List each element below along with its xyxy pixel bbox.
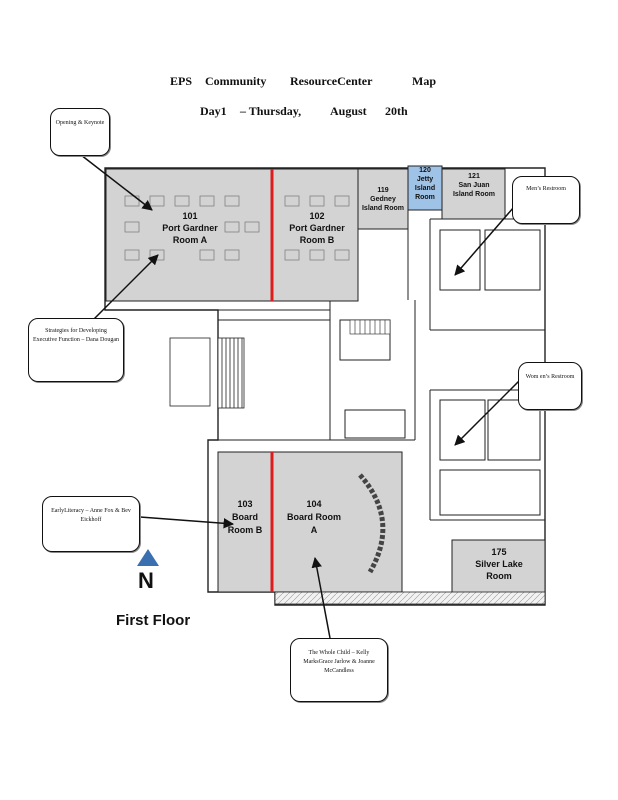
arrow-mens — [454, 199, 521, 276]
callout-text: Men’s Restroom — [526, 186, 566, 192]
callout-text: Strategies for Developing Executive Func… — [33, 328, 119, 343]
tables-102 — [284, 195, 350, 261]
room-name: Silver Lake Room — [475, 559, 523, 581]
north-arrow-icon — [137, 549, 159, 566]
room-101-label: 101 Port Gardner Room A — [150, 210, 230, 246]
room-104-area — [271, 451, 403, 593]
room-name: Port Gardner Room A — [162, 223, 218, 245]
hatched-edge — [274, 591, 546, 605]
room-number: 119 — [377, 187, 389, 194]
title-part: ResourceCenter — [290, 74, 373, 88]
callout-text: EarlyLiteracy – Anne Fox & Bev Eickhoff — [51, 508, 131, 523]
room-number: 103 — [237, 499, 253, 509]
room-104-label: 104 Board Room A — [285, 498, 343, 537]
stairs-north — [349, 319, 391, 335]
room-name: Board Room A — [287, 512, 341, 535]
arrow-strategies — [87, 254, 159, 326]
room-121-label: 121 San Juan Island Room — [448, 172, 500, 199]
arrow-whole — [311, 556, 331, 639]
room-name: Jetty Island Room — [414, 176, 436, 201]
arrow-early — [139, 516, 235, 529]
arrow-womens — [454, 379, 521, 446]
room-103-label: 103 Board Room B — [220, 498, 270, 537]
room-number: 121 — [468, 173, 480, 180]
subtitle-part: – Thursday, — [240, 104, 302, 118]
title-part: Map — [412, 74, 436, 88]
room-name: Port Gardner Room B — [289, 223, 345, 245]
room-120-label: 120 Jetty Island Room — [409, 166, 441, 202]
callout-text: The Whole Child – Kelly MarksGrace Jarlo… — [303, 650, 375, 674]
floor-label: First Floor — [116, 612, 191, 629]
title-part: EPS — [170, 74, 193, 88]
room-number: 104 — [306, 499, 322, 509]
callout-whole-child: The Whole Child – Kelly MarksGrace Jarlo… — [290, 638, 388, 702]
callout-opening-keynote: Opening & Keynote — [50, 108, 110, 156]
callout-text: Wom en’s Restroom — [525, 374, 575, 380]
callout-text: Opening & Keynote — [55, 120, 105, 126]
staircase — [169, 337, 245, 409]
room-name: San Juan Island Room — [452, 182, 495, 198]
subtitle-part: August — [330, 104, 367, 118]
room-name: Gedney Island Room — [361, 196, 404, 212]
room-number: 102 — [309, 211, 325, 221]
callout-early-literacy: EarlyLiteracy – Anne Fox & Bev Eickhoff — [42, 496, 140, 552]
subtitle-part: Day1 — [200, 104, 227, 118]
callout-strategies: Strategies for Developing Executive Func… — [28, 318, 124, 382]
title-part: Community — [205, 74, 267, 88]
room-number: 175 — [491, 547, 507, 557]
arrow-opening — [71, 147, 153, 211]
room-119-label: 119 Gedney Island Room — [360, 186, 406, 213]
curved-seating — [358, 473, 386, 574]
room-102-area — [271, 168, 359, 302]
room-102-label: 102 Port Gardner Room B — [280, 210, 354, 246]
room-number: 101 — [182, 211, 198, 221]
room-175-label: 175 Silver Lake Room — [462, 546, 536, 582]
callout-mens-restroom: Men’s Restroom — [512, 176, 580, 224]
room-number: 120 — [419, 167, 431, 174]
subtitle-part: 20th — [385, 104, 408, 118]
room-name: Board Room B — [227, 512, 263, 535]
callout-womens-restroom: Wom en’s Restroom — [518, 362, 582, 410]
wall-lines — [105, 210, 545, 521]
room-121-area — [441, 168, 506, 220]
tables-101 — [124, 195, 260, 261]
north-label: N — [138, 568, 154, 593]
